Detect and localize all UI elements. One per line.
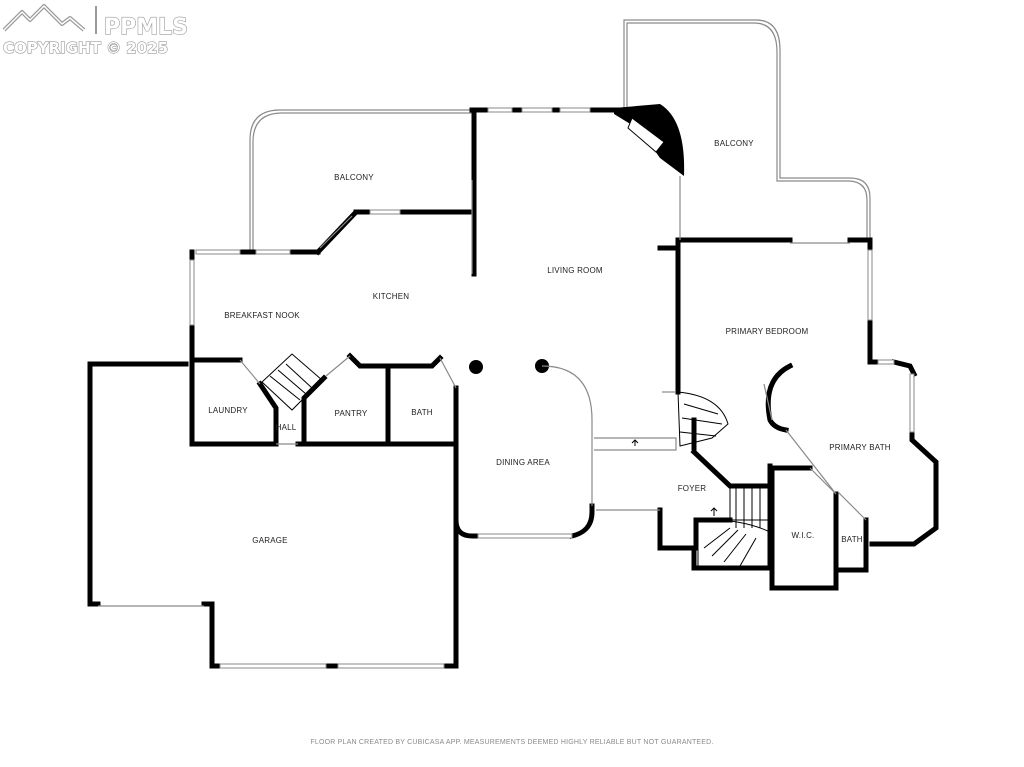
room-label-balcony-left: BALCONY [334, 173, 374, 182]
room-label-hall: HALL [276, 423, 297, 432]
room-label-primary-bath: PRIMARY BATH [829, 443, 891, 452]
room-label-kitchen: KITCHEN [373, 292, 410, 301]
mountain-logo-icon [2, 4, 97, 34]
room-label-balcony-right: BALCONY [714, 139, 754, 148]
room-labels: BALCONY BALCONY LIVING ROOM KITCHEN BREA… [208, 139, 891, 545]
room-label-living-room: LIVING ROOM [547, 266, 603, 275]
balcony-outlines [249, 19, 871, 250]
window-lines [98, 107, 915, 669]
watermark-copyright: COPYRIGHT © 2025 [3, 39, 168, 57]
room-label-primary-bedroom: PRIMARY BEDROOM [726, 327, 809, 336]
watermark-brand: PPMLS [104, 15, 188, 40]
room-label-bath-primary: BATH [841, 535, 863, 544]
room-label-laundry: LAUNDRY [208, 406, 248, 415]
room-label-pantry: PANTRY [335, 409, 368, 418]
room-label-garage: GARAGE [252, 536, 287, 545]
room-label-foyer: FOYER [678, 484, 707, 493]
room-label-wic: W.I.C. [792, 531, 815, 540]
column-left [469, 360, 483, 374]
room-label-bath-main: BATH [411, 408, 433, 417]
room-label-breakfast-nook: BREAKFAST NOOK [224, 311, 300, 320]
floor-plan-disclaimer: FLOOR PLAN CREATED BY CUBICASA APP. MEAS… [310, 739, 713, 746]
ppmls-watermark: PPMLS COPYRIGHT © 2025 [2, 4, 189, 58]
walls [87, 104, 939, 669]
room-label-dining-area: DINING AREA [496, 458, 550, 467]
stairs [261, 353, 771, 569]
